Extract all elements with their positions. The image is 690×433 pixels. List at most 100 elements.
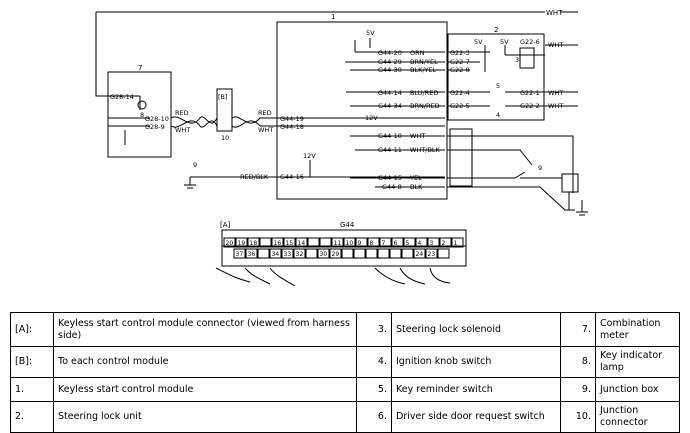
connector-pin-cell xyxy=(379,237,392,248)
pin-g44-11: G44-11 xyxy=(378,146,402,154)
pin-g44-20: G44-20 xyxy=(378,49,402,57)
connector-pin-cell xyxy=(329,248,342,259)
connector-tag: [A] xyxy=(220,221,231,229)
connector-pin-label: 33 xyxy=(284,251,292,258)
connector-pin-cell xyxy=(245,248,258,259)
connector-pin-cell xyxy=(377,248,390,259)
connector-pin-label: 4 xyxy=(418,240,422,247)
wire-wht: WHT xyxy=(258,126,273,134)
unit-5v-label-2: 5V xyxy=(500,38,509,46)
connector-pin-cell xyxy=(293,248,306,259)
solenoid-label: 3 xyxy=(515,56,519,64)
connector-pin-cell xyxy=(281,248,294,259)
wire-blu-red: BLU/RED xyxy=(410,89,438,97)
pin-g44-14: G44-14 xyxy=(378,89,402,97)
connector-pin-cell xyxy=(235,237,248,248)
connector-pin-label: 23 xyxy=(428,251,436,258)
connector-pin-cell xyxy=(389,248,402,259)
connector-pin-label: 8 xyxy=(370,240,374,247)
connector-pin-label: 5 xyxy=(406,240,410,247)
pin-g22-3: G22-3 xyxy=(450,49,470,57)
legend-description: Keyless start control module xyxy=(53,377,357,402)
connector-pin-cell xyxy=(307,237,320,248)
connector-pin-cell xyxy=(247,237,260,248)
connector-pin-cell xyxy=(341,248,354,259)
legend-description: Junction connector xyxy=(595,401,680,433)
wire-blk: BLK xyxy=(410,183,423,191)
legend-table: [A]:Keyless start control module connect… xyxy=(10,312,680,433)
wire-blk-yel: BLK/YEL xyxy=(410,66,437,74)
connector-pin-label: 15 xyxy=(286,240,294,247)
legend-key: 5. xyxy=(356,377,392,402)
legend-key: 9. xyxy=(560,377,596,402)
connector-pin-label: 3 xyxy=(430,240,434,247)
connector-pin-cell xyxy=(295,237,308,248)
legend-key: 2. xyxy=(10,401,54,433)
pin-g44-18: G44-18 xyxy=(280,123,304,131)
reminder-switch-label: 5 xyxy=(496,82,500,90)
connector-pin-label: 37 xyxy=(236,251,244,258)
legend-description: Key indicator lamp xyxy=(595,346,680,378)
connector-pin-cell xyxy=(437,248,450,259)
connector-pin-label: 6 xyxy=(394,240,398,247)
connector-pin-cell xyxy=(451,237,464,248)
unit-5v-label: 5V xyxy=(474,38,483,46)
meter-number: 7 xyxy=(138,64,142,72)
connector-pin-cell xyxy=(257,248,270,259)
pin-g44-15: G44-15 xyxy=(378,174,402,182)
connector-pin-label: 14 xyxy=(298,240,306,247)
connector-pin-cell xyxy=(413,248,426,259)
connector-pin-label: 10 xyxy=(346,240,354,247)
meter-wire-red: RED xyxy=(175,109,189,117)
connector-pin-label: 24 xyxy=(416,251,424,258)
connector-pin-cell xyxy=(415,237,428,248)
connector-pin-cell xyxy=(365,248,378,259)
connector-pin-cell xyxy=(367,237,380,248)
connector-pin-cell xyxy=(223,237,236,248)
legend-row: [A]:Keyless start control module connect… xyxy=(10,312,680,347)
pin-g44-19: G44-19 xyxy=(280,115,304,123)
connector-pin-cell xyxy=(319,237,332,248)
connector-name: G44 xyxy=(340,221,355,229)
pin-g22-1: G22-1 xyxy=(520,89,540,97)
pin-g22-6: G22-6 xyxy=(520,38,540,46)
connector-pin-cell xyxy=(259,237,272,248)
legend-key: [B]: xyxy=(10,346,54,378)
wire-wht-2: WHT xyxy=(410,132,425,140)
module-12v-label-2: 12V xyxy=(303,152,316,160)
legend-description: Steering lock unit xyxy=(53,401,357,433)
legend-description: Driver side door request switch xyxy=(391,401,561,433)
ignition-switch-label: 4 xyxy=(496,111,500,119)
junction-connector-number: 10 xyxy=(221,134,229,142)
connector-pin-label: 29 xyxy=(332,251,340,258)
connector-pin-label: 11 xyxy=(334,240,342,247)
module-5v-label: 5V xyxy=(366,29,375,37)
module-number: 1 xyxy=(331,13,335,21)
connector-pin-cell xyxy=(353,248,366,259)
pin-g28-9: G28-9 xyxy=(145,123,165,131)
connector-pin-cell xyxy=(317,248,330,259)
legend-description: Keyless start control module connector (… xyxy=(53,312,357,347)
legend-description: Junction box xyxy=(595,377,680,402)
unit-wire-wht-1: WHT xyxy=(548,41,563,49)
top-wire-label: WHT xyxy=(546,9,563,17)
connector-pin-cell xyxy=(343,237,356,248)
meter-wire-wht: WHT xyxy=(175,126,190,134)
pin-g44-30: G44-30 xyxy=(378,66,402,74)
connector-pin-label: 1 xyxy=(454,240,458,247)
connector-pin-cell xyxy=(233,248,246,259)
legend-key: 3. xyxy=(356,312,392,347)
wiring-diagram: WHT 1 5V 12V 12V G44-20 G44-29 G44-30 G4… xyxy=(95,9,588,287)
pin-g22-7: G22-7 xyxy=(450,58,470,66)
connector-pin-label: 30 xyxy=(320,251,328,258)
legend-description: Key reminder switch xyxy=(391,377,561,402)
wire-red-blk: RED/BLK xyxy=(240,173,269,181)
connector-pin-cell xyxy=(355,237,368,248)
legend-key: [A]: xyxy=(10,312,54,347)
pin-g44-8: G44-8 xyxy=(382,183,402,191)
junction-box-number-2: 9 xyxy=(538,164,542,172)
connector-pin-label: 18 xyxy=(250,240,258,247)
to-modules-tag: [B] xyxy=(218,93,228,101)
